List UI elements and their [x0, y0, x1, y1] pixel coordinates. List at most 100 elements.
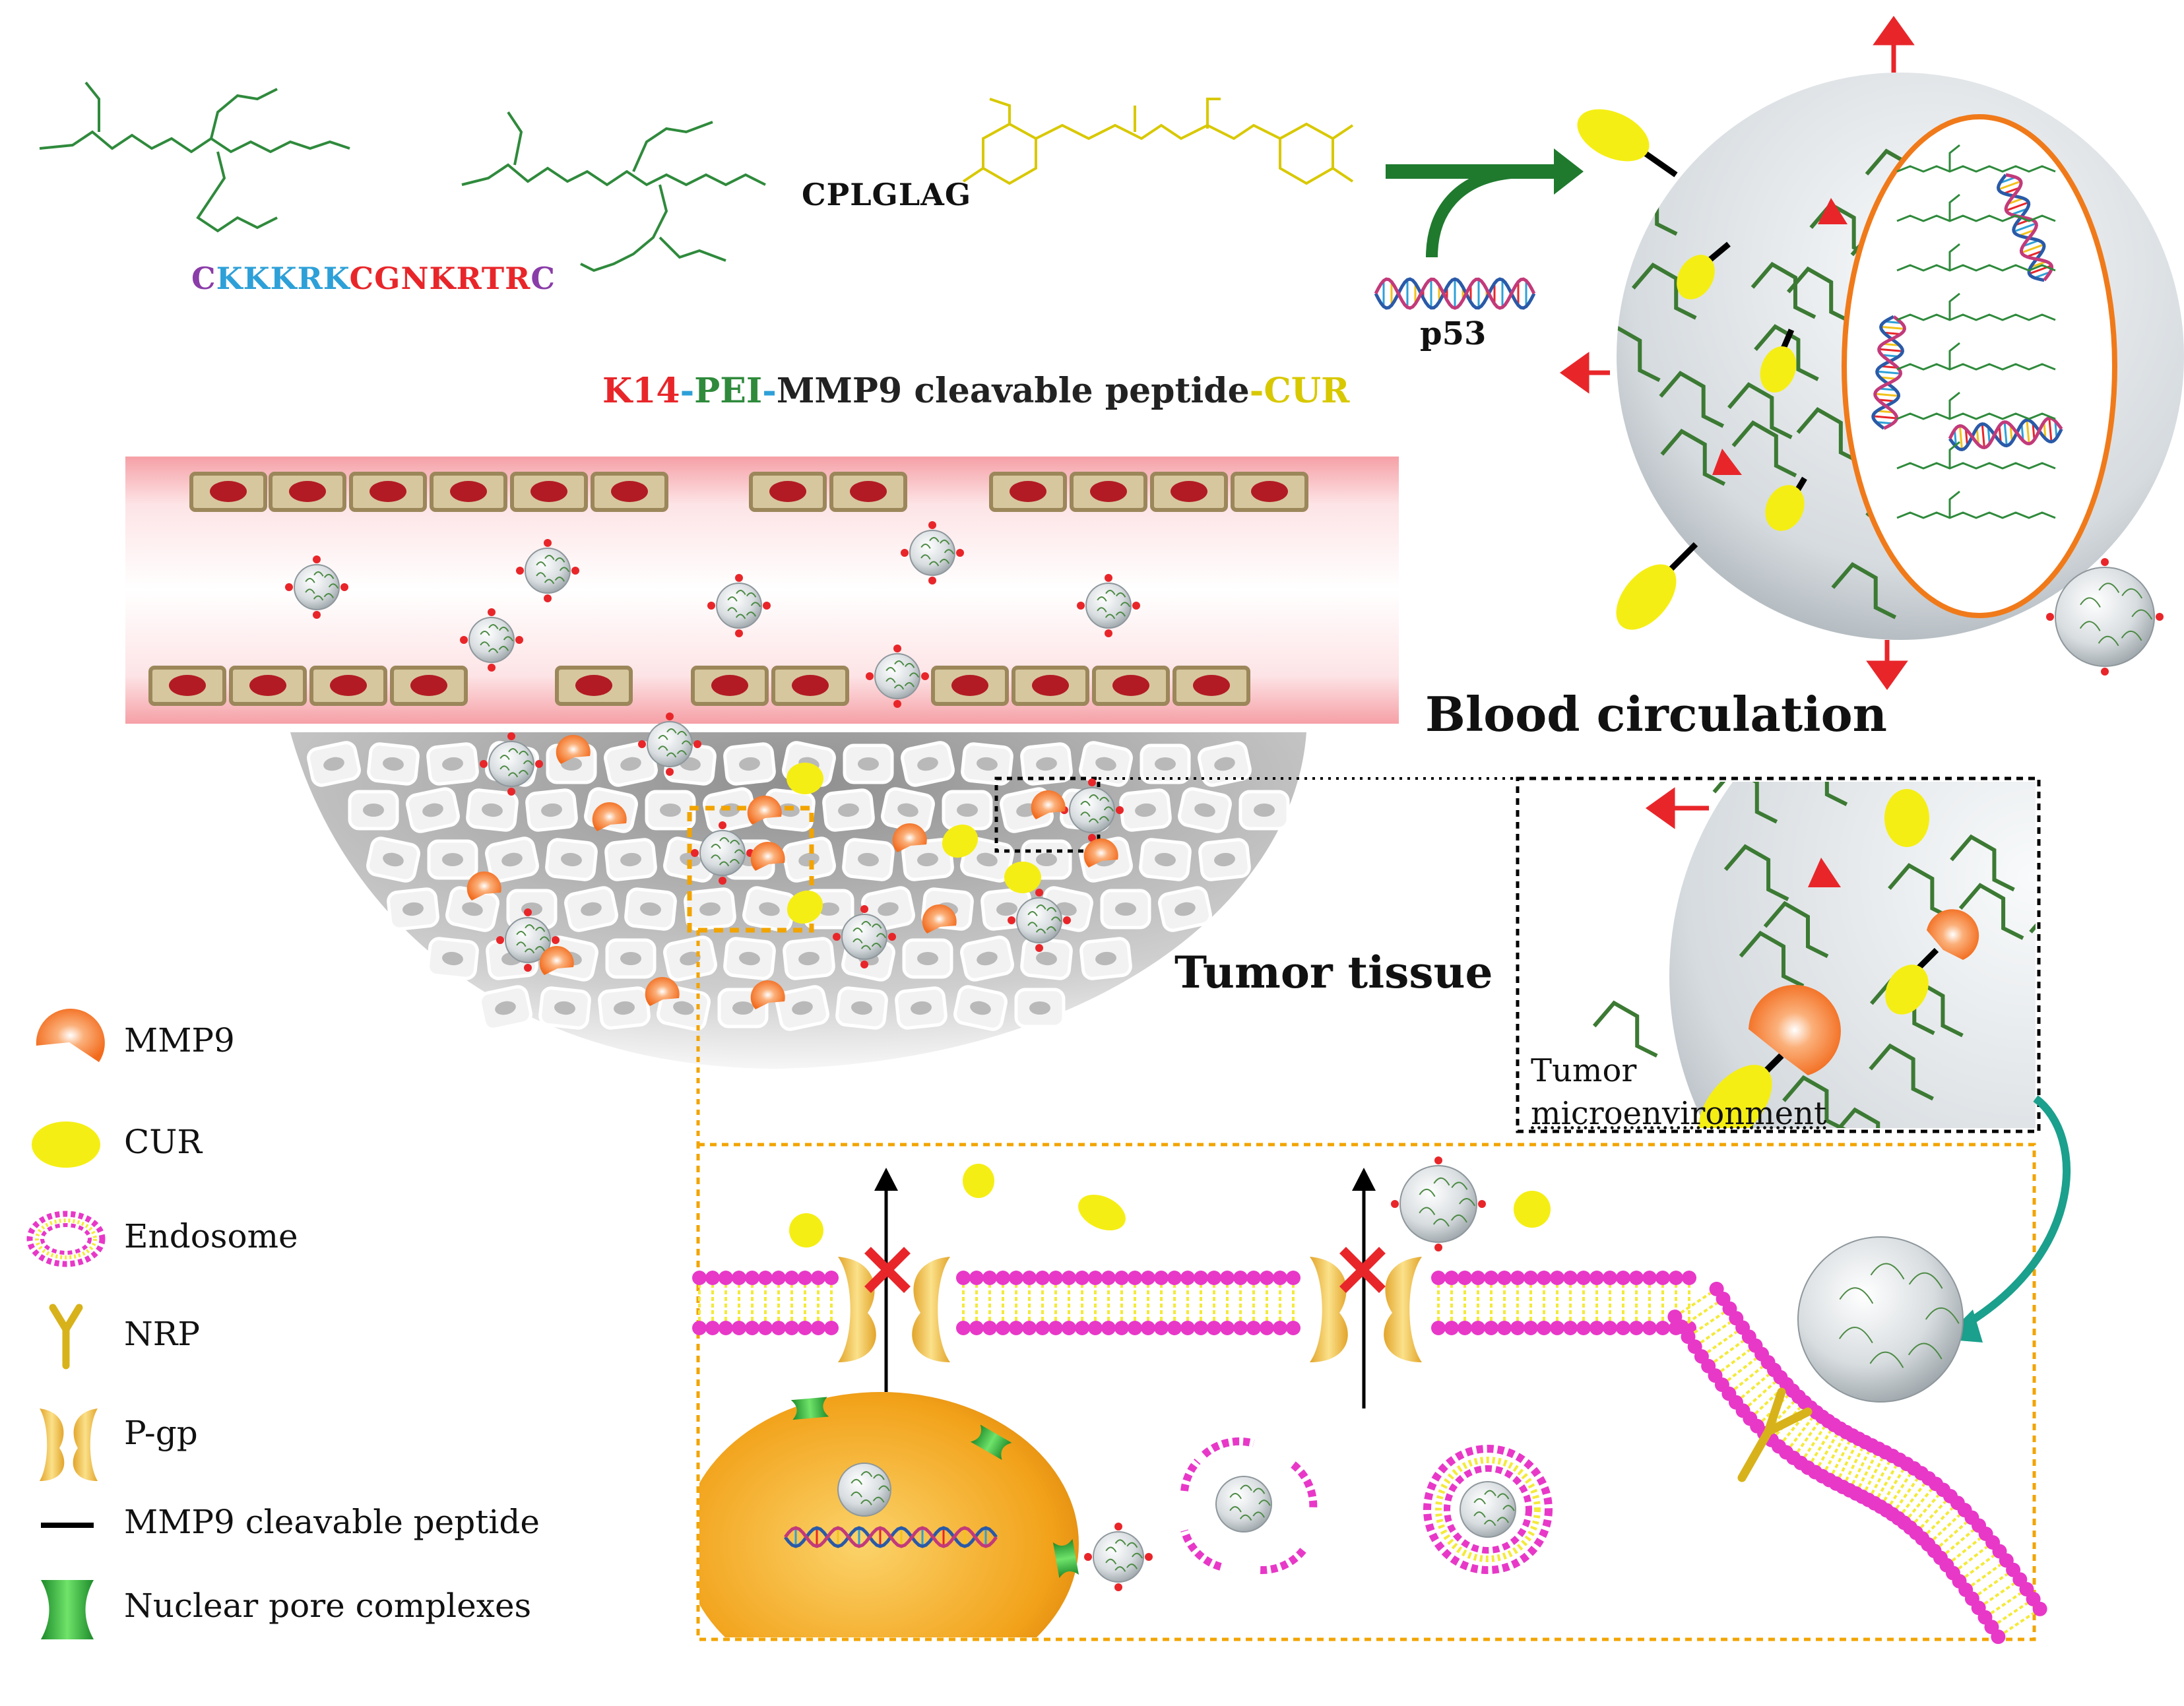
endothelial-cell	[269, 472, 346, 512]
tumor-cell	[1020, 742, 1073, 786]
free-cur	[1004, 862, 1041, 893]
zoom-box-cell	[687, 806, 814, 933]
tumor-cell	[406, 787, 460, 833]
legend-peptide: MMP9 cleavable peptide	[124, 1503, 540, 1541]
mmp9-enzyme	[645, 976, 680, 1006]
conjugate-seg-4: MMP9 cleavable peptide	[776, 371, 1250, 411]
micro-zoom	[1516, 776, 2041, 1133]
dna-core-inset	[1842, 114, 2117, 618]
pgp-pump-right	[1310, 1168, 1422, 1408]
endothelial-cell	[510, 472, 588, 512]
tumor-cell	[426, 742, 479, 786]
blood-circulation-label: Blood circulation	[1425, 686, 1887, 742]
tumor-cell	[598, 986, 651, 1030]
cell-membrane	[692, 1271, 2047, 1645]
tumor-cell	[478, 985, 532, 1031]
tumor-cell	[367, 742, 420, 786]
pgp-pump-left	[838, 1168, 950, 1392]
legend-nrp: NRP	[124, 1315, 201, 1353]
mmp9-enzyme	[750, 841, 785, 871]
tumor-cell	[1158, 886, 1212, 932]
nanoparticle	[707, 574, 771, 637]
nrp-icon	[49, 1304, 83, 1370]
peptide-seg-0: C	[191, 261, 216, 296]
nucleus-dna	[784, 1526, 998, 1548]
nanoparticle	[866, 645, 929, 708]
conjugate-seg-2: PEI	[694, 371, 763, 411]
tumor-cell	[1100, 889, 1151, 930]
tumor-cell	[961, 742, 1013, 786]
conjugate-seg-0: K14	[602, 371, 680, 411]
endothelial-cell	[189, 472, 267, 512]
legend-endosome: Endosome	[124, 1217, 298, 1255]
cleavable-sequence: CPLGLAG	[802, 177, 972, 212]
mmp9-enzyme	[1031, 790, 1066, 819]
inset-polymer-chains	[1871, 144, 2063, 519]
tumor-cell	[645, 790, 696, 831]
tumor-tissue-label: Tumor tissue	[1174, 947, 1493, 998]
peptide-seg-2: CGNKRTR	[349, 261, 531, 296]
tumor-cell	[775, 985, 829, 1031]
nanoparticle	[1215, 1476, 1272, 1532]
tumor-cell	[902, 938, 953, 979]
endothelial-cell	[555, 666, 633, 706]
conjugate-seg-3: -	[762, 371, 777, 411]
legend-mmp9: MMP9	[124, 1021, 235, 1059]
cur-icon	[32, 1122, 100, 1168]
big-nanoparticle	[1617, 73, 2184, 640]
endothelial-cell	[989, 472, 1067, 512]
tumor-cell	[564, 886, 618, 932]
tumor-cell	[1140, 743, 1191, 784]
tumor-cell	[742, 886, 796, 932]
endothelial-cell	[390, 666, 468, 706]
nanoparticle	[1460, 1481, 1516, 1538]
nanoparticle	[1797, 1236, 1964, 1403]
nanoparticle	[460, 608, 523, 672]
tumor-cell	[783, 937, 835, 980]
endothelial-cell	[1012, 666, 1089, 706]
tumor-cell	[1020, 937, 1073, 980]
tumor-cell	[782, 837, 836, 883]
nanoparticle	[901, 521, 964, 584]
nanoparticle	[1060, 778, 1124, 842]
endothelial-cell	[1070, 472, 1147, 512]
tumor-cell	[1198, 741, 1252, 787]
nrp-receptor	[1737, 1387, 1813, 1482]
targeting-peptide: CKKKRKCGNKRTRC	[191, 261, 556, 296]
peptide-seg-1: KKKRK	[216, 261, 350, 296]
endothelial-cell	[1092, 666, 1170, 706]
tumor-cell	[538, 986, 591, 1030]
pgp-icon	[40, 1408, 98, 1481]
endothelial-cell	[749, 472, 827, 512]
endothelial-cell	[229, 666, 307, 706]
mmp9-enzyme	[539, 945, 574, 975]
legend-pgp: P-gp	[124, 1414, 198, 1452]
tumor-cell	[307, 741, 361, 787]
synthesis-arrow	[1386, 148, 1584, 258]
conjugate-seg-5: -CUR	[1249, 371, 1350, 411]
nanoparticle	[480, 732, 543, 796]
tumor-cell	[723, 742, 776, 786]
endothelial-cell	[591, 472, 668, 512]
legend-npc: Nuclear pore complexes	[124, 1587, 532, 1625]
tumor-cell	[427, 839, 478, 880]
conjugate-label: K14-PEI-MMP9 cleavable peptide-CUR	[602, 371, 1349, 411]
tumor-cell	[942, 790, 993, 831]
tumor-cell	[1178, 787, 1232, 833]
tumor-cell	[445, 886, 499, 932]
endothelial-cell	[1231, 472, 1308, 512]
tumor-cell	[843, 743, 894, 784]
tumor-cell	[545, 838, 598, 881]
nanoparticle	[1084, 1523, 1153, 1591]
mmp9-enzyme	[892, 823, 927, 852]
tumor-cell	[485, 837, 539, 883]
tumor-cell	[723, 937, 776, 980]
nanoparticle	[638, 712, 701, 776]
tumor-cell	[466, 788, 519, 832]
curcumin-structure	[962, 98, 1354, 185]
pei-structure-1	[39, 81, 350, 233]
free-cur	[787, 763, 823, 794]
tumor-cell	[684, 887, 736, 931]
nanoparticles	[285, 521, 1964, 1591]
